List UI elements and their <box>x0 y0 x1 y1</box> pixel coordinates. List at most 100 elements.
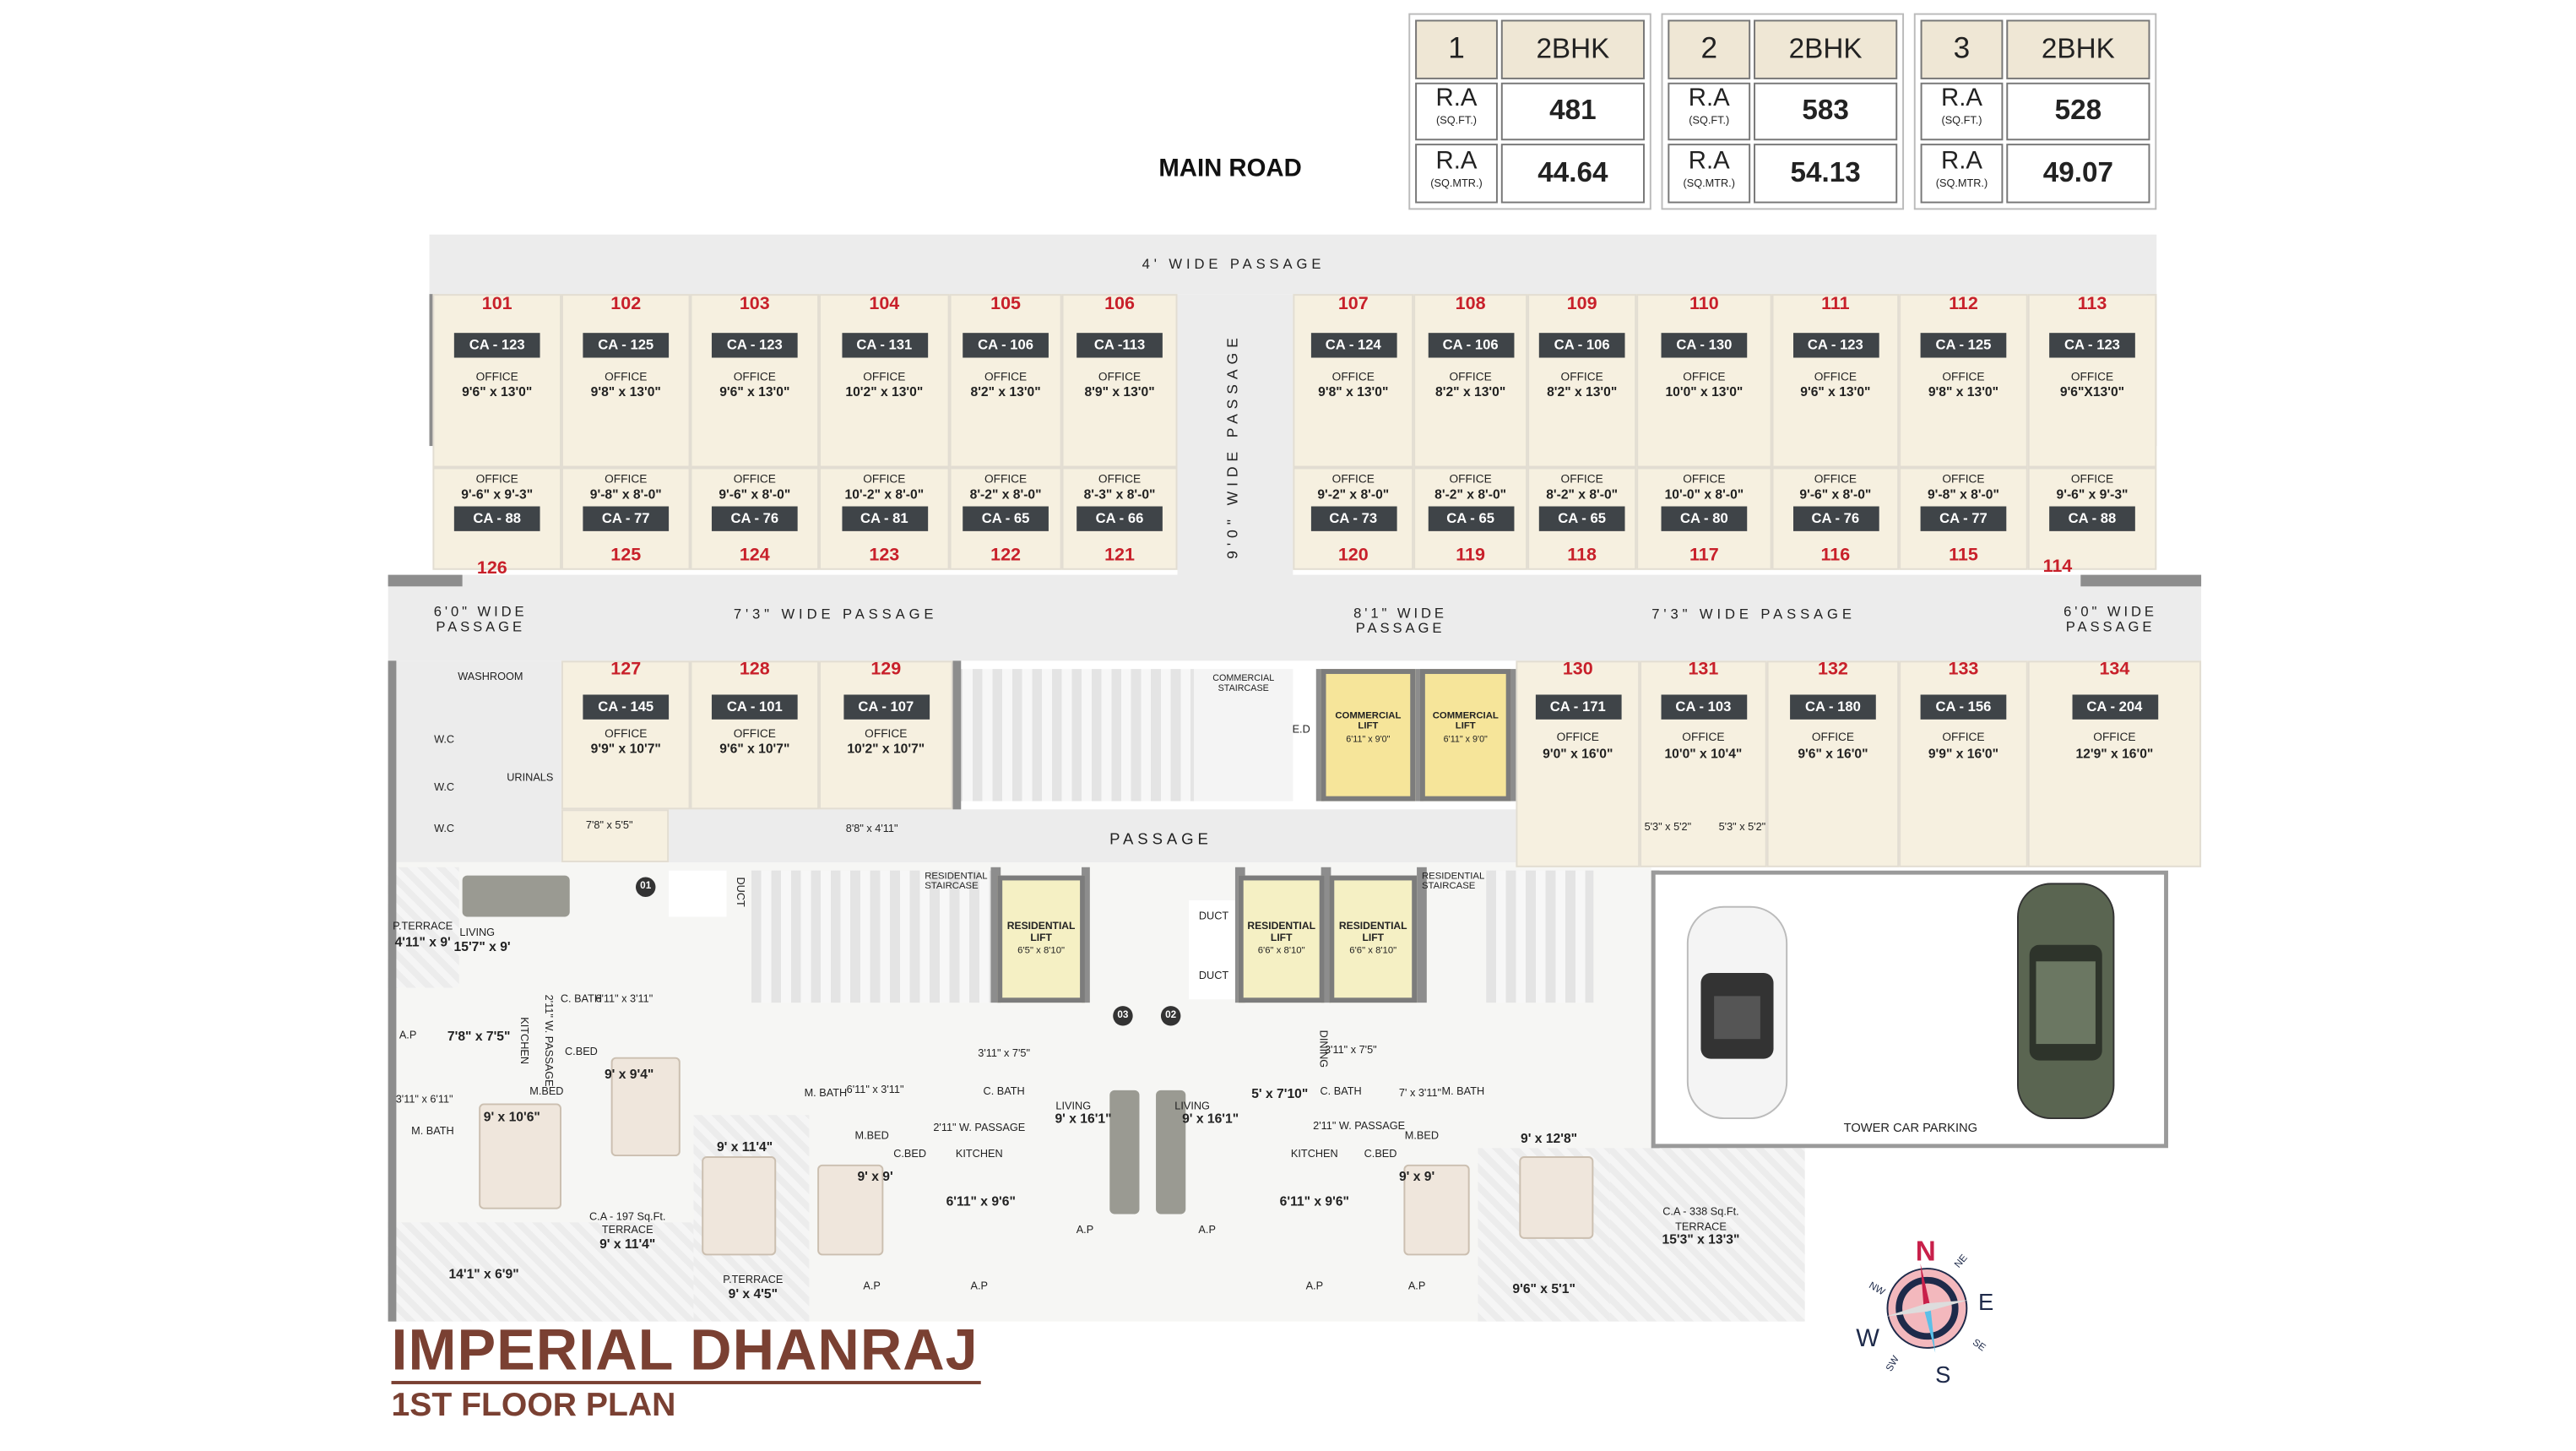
unit-number: 130 <box>1562 659 1593 680</box>
ra-sqm-value: 54.13 <box>1754 144 1898 204</box>
room-label: 6'11" x 9'6" <box>1279 1193 1349 1209</box>
main-road-label: MAIN ROAD <box>1158 154 1302 183</box>
room-label: 9' x 16'1" <box>1182 1111 1239 1127</box>
room-label: 9' x 16'1" <box>1055 1111 1112 1127</box>
office-size: 9'-6" x 9'-3" <box>2056 486 2129 503</box>
wall-segment <box>952 660 962 810</box>
unit-number: 128 <box>739 659 770 680</box>
office-label: OFFICE <box>605 729 648 741</box>
office-size: 10'-0" x 8'-0" <box>1664 486 1744 503</box>
carpet-area-badge: CA - 123 <box>2049 333 2135 358</box>
unit-number: 126 <box>476 558 507 579</box>
office-label: OFFICE <box>1449 372 1492 384</box>
lift-size: 6'6" x 8'10" <box>1349 946 1397 957</box>
residential-staircase-left <box>751 870 991 1003</box>
office-unit <box>1413 294 1528 468</box>
office-label: OFFICE <box>865 729 908 741</box>
office-size: 9'6" x 13'0" <box>719 384 790 399</box>
room-label: 2'11" W. PASSAGE <box>933 1122 1026 1134</box>
commercial-staircase-label: COMMERCIAL STAIRCASE <box>1212 674 1275 694</box>
area-table-unit-1: 1 2BHK R.A(SQ.FT.) 481 R.A(SQ.MTR.) 44.6… <box>1408 13 1651 210</box>
office-label: OFFICE <box>1560 372 1603 384</box>
office-unit <box>2027 294 2157 468</box>
room-label: M. BATH <box>411 1126 454 1138</box>
room-label: A.P <box>1407 1280 1426 1293</box>
room-label: 3'11" x 7'5" <box>978 1048 1030 1060</box>
ed-label: E.D <box>1292 724 1310 736</box>
carpet-area-badge: CA - 73 <box>1310 506 1396 531</box>
room-label: 7'8" x 7'5" <box>447 1029 511 1044</box>
office-size: 8'2" x 13'0" <box>970 384 1041 399</box>
office-size: 9'6" x 16'0" <box>1798 746 1868 762</box>
unit-number: 131 <box>1688 659 1719 680</box>
carpet-area-badge: CA - 77 <box>1920 506 2007 531</box>
room-size: 7'8" x 5'5" <box>585 820 633 832</box>
duct-label: DUCT <box>1198 970 1229 982</box>
top-passage <box>429 234 2157 295</box>
lift-label: RESIDENTIAL LIFT <box>1247 921 1316 943</box>
office-unit <box>1640 660 1767 867</box>
room-label: 9' x 4'5" <box>728 1286 778 1302</box>
area-table-unit-3: 3 2BHK R.A(SQ.FT.) 528 R.A(SQ.MTR.) 49.0… <box>1913 13 2157 210</box>
unit-number: 105 <box>990 294 1022 315</box>
office-label: OFFICE <box>863 372 906 384</box>
ra-sqm-value: 49.07 <box>2006 144 2150 204</box>
unit-number: 114 <box>2042 557 2073 578</box>
residential-lift <box>1329 875 1418 1003</box>
ra-sqft-value: 528 <box>2006 82 2150 141</box>
room-label: 9' x 9' <box>857 1169 893 1184</box>
carpet-area-badge: CA - 123 <box>711 333 798 358</box>
room-label: 15'7" x 9' <box>453 939 511 955</box>
room-label: 2'11" W. PASSAGE <box>542 994 554 1087</box>
sofa-icon <box>1109 1090 1140 1215</box>
bed-icon <box>817 1164 884 1256</box>
office-unit <box>1771 294 1900 468</box>
carpet-area-badge: CA - 81 <box>841 506 928 531</box>
room-label: 9' x 11'4" <box>716 1139 773 1155</box>
wall-segment <box>990 867 1001 1003</box>
unit-number: 122 <box>990 545 1022 566</box>
carpet-area-badge: CA - 76 <box>1792 506 1879 531</box>
carpet-area-badge: CA - 123 <box>1792 333 1879 358</box>
office-label: OFFICE <box>1098 372 1142 384</box>
wall-segment <box>1417 867 1427 1003</box>
unit-number: 117 <box>1689 545 1719 566</box>
office-unit <box>1899 294 2028 468</box>
unit-number: 110 <box>1689 294 1719 315</box>
room-label: KITCHEN <box>1290 1149 1338 1161</box>
carpet-area-badge: CA - 107 <box>843 694 930 720</box>
passage-label: 8'1" WIDE PASSAGE <box>1353 604 1447 636</box>
carpet-area-badge: CA - 106 <box>1538 333 1625 358</box>
compass-n: N <box>1916 1236 1936 1267</box>
ra-sqm-label: R.A(SQ.MTR.) <box>1920 144 2004 204</box>
carpet-area-badge: CA - 65 <box>1427 506 1514 531</box>
unit-number: 123 <box>869 545 900 566</box>
office-unit <box>690 660 820 810</box>
lift-label: RESIDENTIAL LIFT <box>1006 921 1076 943</box>
flat-number-badge: 01 <box>635 877 656 897</box>
office-size: 8'-2" x 8'-0" <box>1546 486 1619 503</box>
office-label: OFFICE <box>1331 372 1375 384</box>
passage-label: PASSAGE <box>1109 830 1212 850</box>
room-label: P.TERRACE <box>393 921 453 933</box>
room-label: 9' x 9' <box>1398 1169 1435 1184</box>
passage-label: 6'0" WIDE PASSAGE <box>2064 603 2157 635</box>
office-label: OFFICE <box>863 474 906 486</box>
carpet-area-badge: CA - 130 <box>1661 333 1748 358</box>
room-label: 9' x 9'4" <box>604 1067 654 1082</box>
lift-label: COMMERCIAL LIFT <box>1432 711 1499 732</box>
compass-se: SE <box>1971 1337 1988 1354</box>
room-label: 6'11" x 3'11" <box>595 993 653 1006</box>
office-unit <box>1293 294 1414 468</box>
commercial-lift <box>1321 669 1416 802</box>
unit-number: 109 <box>1566 294 1597 315</box>
floor-plan-subtitle: 1ST FLOOR PLAN <box>391 1387 676 1424</box>
residential-staircase-label: RESIDENTIAL STAIRCASE <box>1421 872 1484 893</box>
carpet-area-badge: CA - 65 <box>963 506 1049 531</box>
compass-w: W <box>1856 1324 1879 1352</box>
white-car-icon <box>1686 905 1788 1120</box>
room-label: C. BATH <box>1320 1086 1362 1098</box>
wc-label: W.C <box>434 823 455 835</box>
ra-sqft-label: R.A(SQ.FT.) <box>1415 82 1498 141</box>
passage-label: 9'0" WIDE PASSAGE <box>1223 333 1241 559</box>
